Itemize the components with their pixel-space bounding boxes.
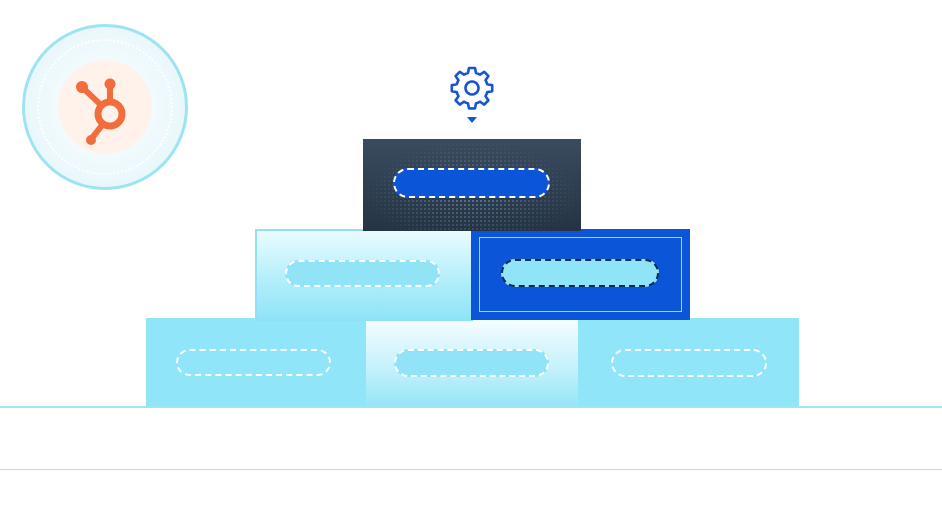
slot-bottom-middle [394,349,549,377]
gear-icon [450,66,494,110]
badge-dotted-ring [37,39,173,175]
hubspot-sprocket-icon [76,78,126,145]
badge-inner-circle [58,60,152,154]
block-highlight-frame [479,237,682,312]
hubspot-badge [22,24,188,190]
slot-middle-right [501,259,659,287]
caret-down-icon [467,117,477,123]
floor-line [0,469,942,470]
slot-bottom-right [611,349,767,377]
slot-bottom-left [176,349,331,376]
ground-line [0,406,942,408]
slot-top [393,168,550,198]
slot-middle-left [285,260,440,287]
